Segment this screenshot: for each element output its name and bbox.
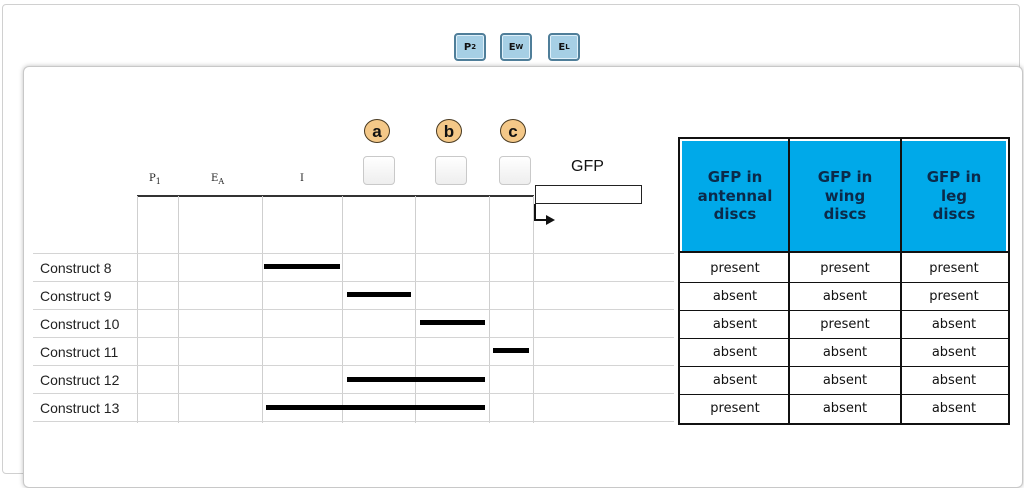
grid-row-line: [33, 309, 674, 310]
header-p1: P1: [149, 173, 161, 186]
tile-el-main: E: [558, 41, 566, 53]
construct-9-label: Construct 9: [40, 288, 112, 304]
result-cell: absent: [712, 345, 758, 360]
drop-slot-b[interactable]: [435, 156, 467, 185]
construct-11-bar: [493, 348, 529, 353]
header-ea-main: E: [211, 173, 219, 184]
grid-row-line: [33, 393, 674, 394]
tile-ew-sub: W: [515, 43, 524, 51]
result-cell: present: [710, 261, 760, 276]
result-cell: absent: [822, 373, 868, 388]
table-header-divider: [680, 251, 1008, 253]
result-cell: absent: [712, 317, 758, 332]
result-cell: present: [820, 317, 870, 332]
promoter-arrow-head-icon: [546, 215, 555, 225]
gfp-gene-box: [535, 185, 642, 204]
construct-8-label: Construct 8: [40, 260, 112, 276]
construct-12-label: Construct 12: [40, 372, 120, 388]
dna-baseline: [137, 195, 534, 197]
promoter-arrow-shaft: [534, 219, 547, 221]
table-row-divider: [680, 394, 1008, 395]
tile-ew-main: E: [508, 41, 516, 53]
column-header-leg-text: GFP in leg discs: [926, 167, 982, 224]
table-column-divider: [788, 139, 790, 423]
result-cell: absent: [931, 317, 977, 332]
header-p1-main: P: [149, 173, 156, 184]
header-i-main: I: [300, 173, 304, 184]
table-row-divider: [680, 282, 1008, 283]
gfp-label: GFP: [571, 158, 604, 175]
result-cell: absent: [931, 401, 977, 416]
construct-8-bar: [264, 264, 340, 269]
grid-row-line: [33, 421, 674, 422]
header-ea: EA: [211, 173, 224, 186]
site-label-b: b: [436, 119, 462, 143]
construct-13-label: Construct 13: [40, 400, 120, 416]
result-cell: present: [929, 289, 979, 304]
column-header-wing: GFP in wing discs: [790, 141, 900, 251]
result-cell: absent: [712, 289, 758, 304]
header-ea-sub: A: [218, 177, 225, 186]
column-header-wing-text: GFP in wing discs: [817, 167, 873, 224]
site-label-a: a: [364, 119, 390, 143]
promoter-arrow-stem: [534, 204, 536, 221]
construct-10-bar: [420, 320, 485, 325]
table-column-divider: [900, 139, 902, 423]
column-header-antennal: GFP in antennal discs: [682, 141, 788, 251]
result-cell: absent: [931, 373, 977, 388]
construct-11-label: Construct 11: [40, 344, 119, 360]
header-p1-sub: 1: [155, 177, 161, 186]
result-cell: present: [820, 261, 870, 276]
drop-slot-c[interactable]: [499, 156, 531, 185]
construct-12-bar: [347, 377, 485, 382]
drop-slot-a[interactable]: [363, 156, 395, 185]
site-label-c: c: [500, 119, 526, 143]
result-cell: absent: [712, 373, 758, 388]
column-header-antennal-text: GFP in antennal discs: [697, 167, 773, 224]
construct-13-bar: [266, 405, 485, 410]
result-cell: absent: [822, 345, 868, 360]
grid-row-line: [33, 253, 674, 254]
result-cell: present: [929, 261, 979, 276]
construct-10-label: Construct 10: [40, 316, 120, 332]
header-i: I: [300, 173, 304, 184]
results-table: GFP in antennal discs GFP in wing discs …: [678, 137, 1010, 425]
construct-9-bar: [347, 292, 411, 297]
column-header-leg: GFP in leg discs: [902, 141, 1006, 251]
grid-row-line: [33, 365, 674, 366]
tile-p2-main: P: [463, 41, 472, 53]
grid-row-line: [33, 337, 674, 338]
table-row-divider: [680, 338, 1008, 339]
tile-el-sub: L: [565, 43, 570, 51]
result-cell: absent: [931, 345, 977, 360]
result-cell: absent: [822, 289, 868, 304]
result-cell: present: [710, 401, 760, 416]
grid-row-line: [33, 281, 674, 282]
table-row-divider: [680, 310, 1008, 311]
tile-p2-sub: 2: [471, 43, 477, 51]
table-row-divider: [680, 366, 1008, 367]
result-cell: absent: [822, 401, 868, 416]
